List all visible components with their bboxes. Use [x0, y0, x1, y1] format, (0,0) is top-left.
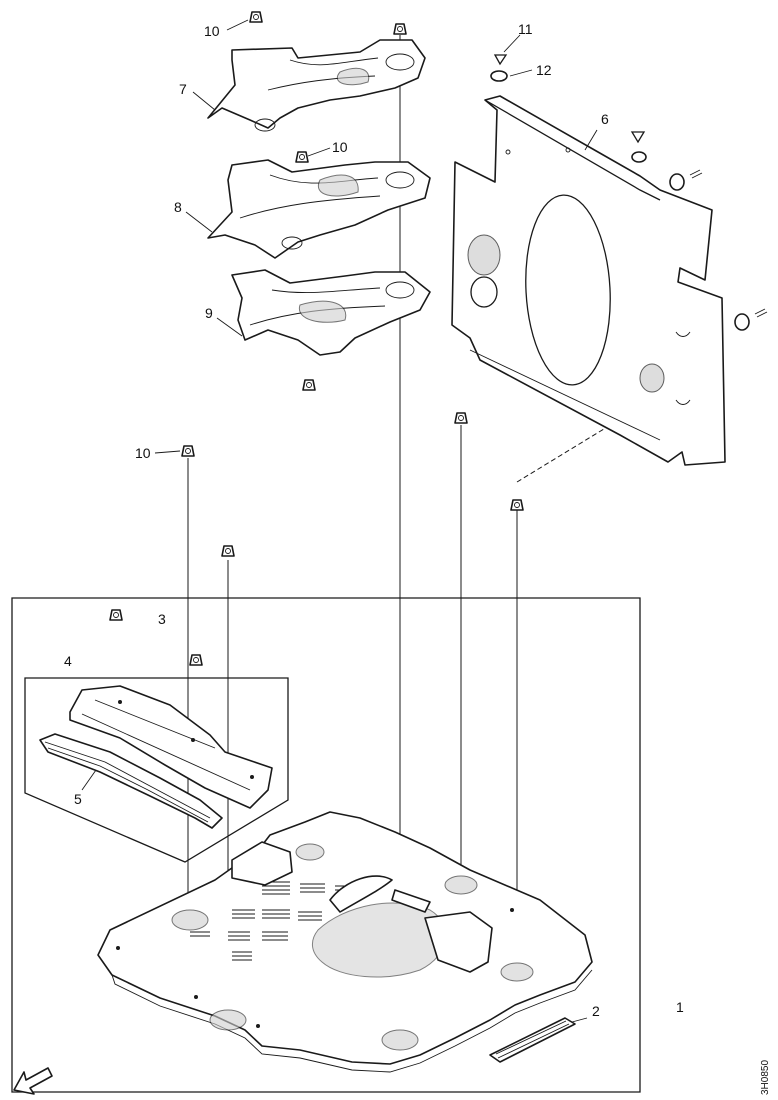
heat-shield-upper: [207, 39, 426, 132]
clip-nut-icon: [295, 151, 309, 163]
clip-nut-icon: [510, 499, 524, 511]
side-panel: [451, 95, 726, 466]
clip-nut-icon: [109, 609, 123, 621]
callout-2: 2: [592, 1003, 600, 1019]
clip-nut-icon: [249, 11, 263, 23]
clip-nut-icon: [181, 445, 195, 457]
bracket: [69, 685, 273, 809]
callout-9: 9: [205, 305, 213, 321]
clip-nut-icon: [393, 23, 407, 35]
seal-strip: [489, 1017, 576, 1063]
clip-nuts: [109, 11, 524, 666]
callout-5: 5: [74, 791, 82, 807]
callout-10-lower: 10: [135, 445, 151, 461]
leader-lines: [81, 19, 598, 1023]
callout-4: 4: [64, 653, 72, 669]
callout-11: 11: [518, 21, 533, 37]
clip-nut-icon: [454, 412, 468, 424]
callout-3: 3: [158, 611, 166, 627]
rail: [39, 733, 223, 829]
clip-nut-icon: [221, 545, 235, 557]
callout-7: 7: [179, 81, 187, 97]
drawing-number: 3H0850: [760, 1060, 771, 1095]
callout-10-middle: 10: [332, 139, 348, 155]
panel-fasteners: [630, 131, 768, 331]
callout-labels: 1 2 3 4 5 6 7 8 9 10 10 10 11 12 3H0850: [64, 21, 771, 1095]
assembly-frame: [11, 597, 641, 1093]
arrow-icon: [13, 1067, 53, 1095]
clip-nut-icon: [302, 379, 316, 391]
callout-12: 12: [536, 62, 552, 78]
screw-and-washer: [490, 54, 508, 82]
floor-plate: [97, 811, 593, 1073]
callout-10-top: 10: [204, 23, 220, 39]
subassembly-frame: [24, 677, 289, 863]
callout-6: 6: [601, 111, 609, 127]
clip-nut-icon: [189, 654, 203, 666]
callout-1: 1: [676, 999, 684, 1015]
heat-shield-middle: [207, 159, 431, 259]
callout-8: 8: [174, 199, 182, 215]
heat-shield-lower: [231, 269, 431, 356]
